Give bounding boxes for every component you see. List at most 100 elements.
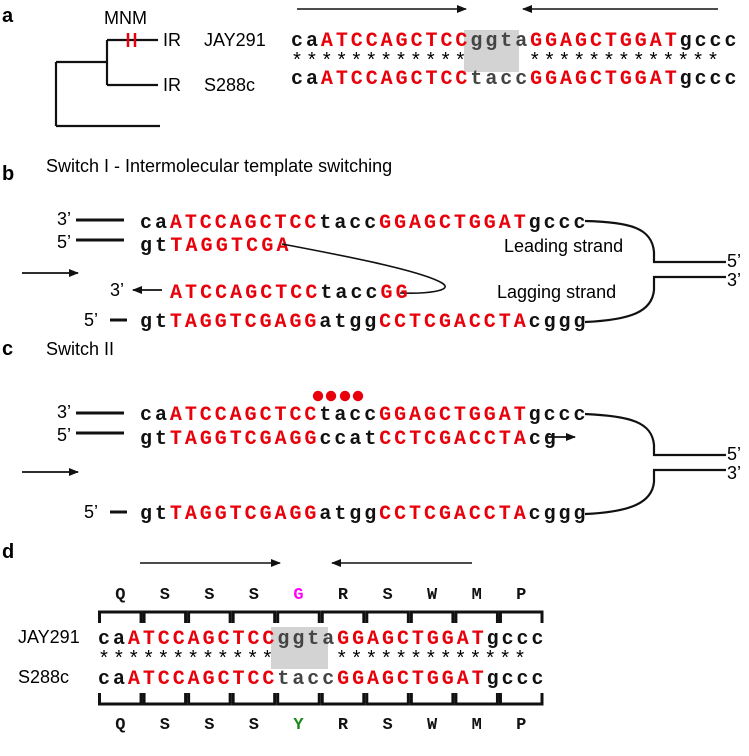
seq-segment: ca — [98, 668, 125, 691]
panel-b-title: Switch I - Intermolecular template switc… — [46, 156, 392, 176]
seq-segment: ca — [98, 628, 125, 651]
seq-segment: tacc — [319, 404, 376, 427]
codon-bracket — [187, 610, 232, 623]
seq-segment: GG — [381, 282, 408, 305]
mismatch-box-a — [464, 30, 519, 72]
codon-bracket — [98, 693, 143, 706]
seq-segment: gccc — [487, 628, 544, 651]
strain-s288c-d: S288c — [18, 667, 69, 687]
strain-jay291-a: JAY291 — [204, 30, 266, 50]
seq-segment: CCTCGACCTA — [379, 503, 526, 526]
seq-segment: ATCCAGCTCC — [128, 628, 275, 651]
seq-segment: GGAGCTGGAT — [530, 30, 677, 53]
asterisks-d: ************ ************* — [98, 649, 526, 672]
codon-bracket — [320, 610, 366, 623]
codon-bracket — [98, 610, 143, 623]
codon-bracket — [142, 610, 188, 623]
seq-segment: atgg — [319, 311, 376, 334]
seq-segment: ATCCAGCTCC — [170, 212, 317, 235]
amino-acid: S — [204, 586, 214, 605]
strain-jay291-d: JAY291 — [18, 627, 80, 647]
c-5prime-bottom: 5’ — [84, 502, 98, 522]
mismatch-box-d — [271, 627, 328, 669]
b-fork — [584, 219, 726, 324]
c-right-5prime: 5’ — [727, 444, 741, 464]
amino-acid: R — [338, 586, 349, 605]
panel-label-a: a — [2, 5, 14, 27]
codon-bracket — [365, 610, 410, 623]
b-3prime-mid: 3’ — [110, 280, 124, 300]
seq-segment: gt — [140, 503, 167, 526]
c-3prime-top: 3’ — [57, 402, 71, 422]
phylo-tree — [54, 38, 160, 128]
amino-acid: S — [160, 586, 170, 605]
amino-acid: Q — [115, 716, 125, 735]
leaf-ir-1: IR — [163, 30, 181, 50]
amino-acid: G — [293, 586, 303, 605]
seq-segment: gccc — [680, 30, 737, 53]
mnm-marks — [126, 33, 137, 47]
b-5prime-lead: 5’ — [57, 232, 71, 252]
seq-segment: gccc — [529, 212, 586, 235]
amino-acid: M — [472, 716, 482, 735]
strain-s288c-a: S288c — [204, 75, 255, 95]
c-right-3prime: 3’ — [727, 463, 741, 483]
seq-segment: ca — [140, 212, 167, 235]
seq-segment: TAGGTCGAGG — [170, 503, 317, 526]
leaf-ir-2: IR — [163, 75, 181, 95]
seq-segment: ca — [140, 404, 167, 427]
panel-label-d: d — [2, 541, 14, 563]
c-5prime-mid: 5’ — [57, 425, 71, 445]
amino-acid: P — [516, 716, 526, 735]
b-right-3prime: 3’ — [727, 270, 741, 290]
codon-bracket — [409, 693, 455, 706]
seq-segment: tacc — [320, 282, 377, 305]
seq-segment: gt — [140, 311, 167, 334]
seq-segment: ATCCAGCTCC — [321, 30, 468, 53]
seq-segment: GGAGCTGGAT — [379, 212, 526, 235]
b-3prime-top: 3’ — [57, 209, 71, 229]
seq-segment: ca — [291, 68, 318, 91]
seq-segment: gt — [140, 235, 167, 258]
codon-bracket — [454, 610, 499, 623]
amino-acid: S — [382, 586, 392, 605]
seq-segment: CCTCGACCTA — [379, 428, 526, 451]
seq-segment: CCTCGACCTA — [379, 311, 526, 334]
codon-bracket — [231, 610, 277, 623]
amino-acid: Q — [115, 586, 125, 605]
codon-bracket — [276, 693, 321, 706]
seq-segment: cg — [529, 428, 556, 451]
amino-acid: S — [204, 716, 214, 735]
seq-segment: ca — [291, 30, 318, 53]
codon-bracket — [276, 610, 321, 623]
codon-brackets-bottom — [98, 693, 544, 706]
mnm-label: MNM — [104, 8, 147, 28]
c-red-dots — [312, 390, 364, 402]
codon-brackets-top — [98, 610, 544, 623]
amino-acid: S — [249, 716, 259, 735]
seq-segment: cggg — [529, 311, 586, 334]
codon-bracket — [320, 693, 366, 706]
amino-acid: W — [427, 716, 438, 735]
panel-label-b: b — [2, 163, 14, 185]
asterisks-a: ************ ************* — [291, 51, 719, 74]
seq-segment: gccc — [529, 404, 586, 427]
amino-acid: W — [427, 586, 438, 605]
seq-segment: cggg — [529, 503, 586, 526]
panel-label-c: c — [2, 338, 13, 360]
codon-bracket — [498, 610, 544, 623]
amino-acid: S — [160, 716, 170, 735]
seq-segment: ATCCAGCTCC — [170, 282, 317, 305]
leading-strand-label: Leading strand — [504, 236, 623, 256]
seq-segment: ccat — [319, 428, 376, 451]
panel-c-title: Switch II — [46, 339, 114, 359]
